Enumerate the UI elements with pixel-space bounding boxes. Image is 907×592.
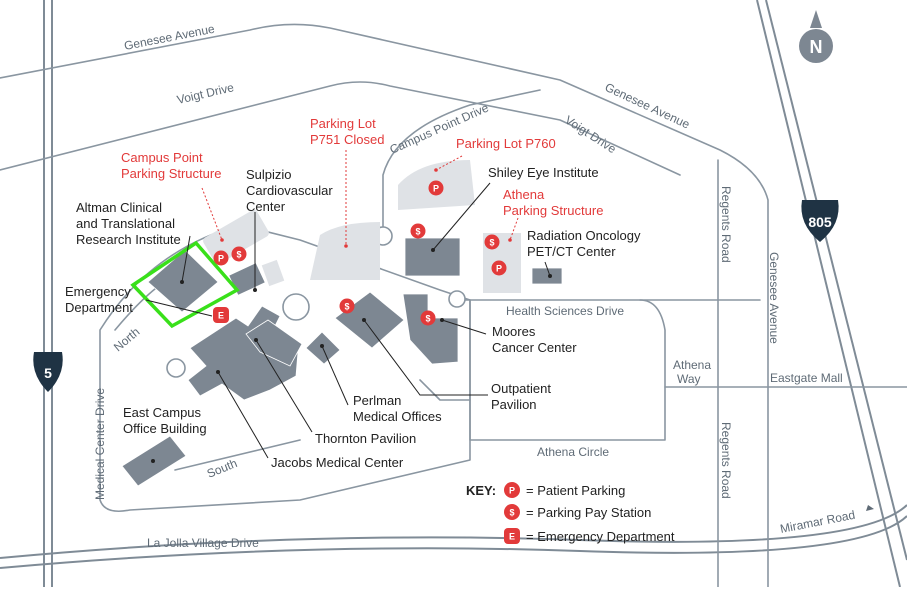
patient-parking-icon: P bbox=[491, 260, 507, 276]
genesee-avenue-top-label: Genesee Avenue bbox=[123, 22, 216, 53]
south-road-label: South bbox=[205, 456, 239, 481]
genesee-avenue-top-road bbox=[0, 23, 769, 588]
radiation-oncology-building bbox=[531, 267, 563, 285]
campus-point-parking-area bbox=[203, 209, 269, 265]
svg-text:$: $ bbox=[425, 314, 430, 324]
la-jolla-village-drive-road bbox=[0, 504, 907, 569]
roundabout-health-sciences bbox=[448, 290, 466, 308]
svg-text:P: P bbox=[218, 254, 224, 264]
svg-text:N: N bbox=[810, 37, 823, 57]
thornton-pavilion-building bbox=[245, 319, 303, 367]
shiley-eye-institute-building bbox=[404, 237, 461, 277]
svg-text:$: $ bbox=[344, 302, 349, 312]
athena-circle-road bbox=[469, 299, 666, 441]
leaders bbox=[145, 150, 552, 463]
parking-lot-p751-area bbox=[310, 222, 380, 280]
shiley-eye-institute-label: Shiley Eye Institute bbox=[488, 165, 599, 180]
interstate-805-road bbox=[756, 0, 907, 588]
key-heading: KEY: bbox=[466, 483, 496, 498]
svg-text:805: 805 bbox=[808, 214, 832, 230]
patient-parking-icon: P bbox=[213, 250, 229, 266]
moores-cancer-center-building bbox=[402, 293, 459, 365]
interstate-5-shield: 5 bbox=[33, 352, 63, 392]
regents-road-upper-label: Regents Road bbox=[719, 186, 733, 263]
svg-text:$: $ bbox=[236, 250, 241, 260]
key-pay-station-label: = Parking Pay Station bbox=[526, 505, 651, 520]
voigt-drive-right-label: Voigt Drive bbox=[562, 113, 619, 157]
pay-station-icon: $ bbox=[410, 223, 426, 239]
miramar-road-label: Miramar Road bbox=[779, 508, 856, 536]
key-patient-parking-label: = Patient Parking bbox=[526, 483, 625, 498]
jacobs-medical-center-label: Jacobs Medical Center bbox=[271, 455, 404, 470]
parking-lot-p760-label: Parking Lot P760 bbox=[456, 136, 556, 151]
miramar-road-arrow-icon bbox=[866, 505, 874, 511]
svg-text:$: $ bbox=[509, 508, 514, 518]
north-compass-icon: N bbox=[799, 10, 833, 63]
map-key: KEY: P = Patient Parking $ = Parking Pay… bbox=[466, 482, 675, 544]
interstate-805-shield: 805 bbox=[801, 200, 839, 242]
svg-text:P: P bbox=[433, 184, 439, 194]
emergency-icon: E bbox=[213, 307, 229, 323]
roundabout-north bbox=[166, 358, 186, 378]
la-jolla-village-drive-label: La Jolla Village Drive bbox=[147, 536, 259, 550]
genesee-avenue-vertical-label: Genesee Avenue bbox=[767, 252, 781, 344]
svg-text:E: E bbox=[509, 532, 515, 542]
svg-text:P: P bbox=[496, 264, 502, 274]
regents-road-lower-label: Regents Road bbox=[719, 422, 733, 499]
small-lot bbox=[261, 259, 285, 287]
athena-circle-label: Athena Circle bbox=[537, 445, 609, 459]
pay-station-icon: $ bbox=[484, 234, 500, 250]
roundabout-sulpizio bbox=[282, 293, 310, 321]
thornton-pavilion-label: Thornton Pavilion bbox=[315, 431, 416, 446]
svg-text:$: $ bbox=[415, 227, 420, 237]
campus-point-drive-road bbox=[382, 89, 541, 233]
outpatient-connector-road bbox=[419, 379, 471, 401]
pay-station-icon: $ bbox=[231, 246, 247, 262]
svg-text:5: 5 bbox=[44, 365, 52, 381]
health-sciences-drive-label: Health Sciences Drive bbox=[506, 304, 624, 318]
pay-station-icon: $ bbox=[339, 298, 355, 314]
svg-text:P: P bbox=[509, 486, 515, 496]
key-emergency-icon: E bbox=[504, 528, 520, 544]
pay-station-icon: $ bbox=[420, 310, 436, 326]
svg-text:$: $ bbox=[489, 238, 494, 248]
voigt-drive-road bbox=[0, 81, 681, 176]
key-emergency-label: = Emergency Department bbox=[526, 529, 675, 544]
key-patient-parking-icon: P bbox=[504, 482, 520, 498]
eastgate-mall-label: Eastgate Mall bbox=[770, 371, 843, 385]
patient-parking-icon: P bbox=[428, 180, 444, 196]
svg-text:E: E bbox=[218, 311, 224, 321]
south-road bbox=[174, 439, 301, 471]
medical-center-drive-label: Medical Center Drive bbox=[93, 388, 107, 500]
altman-highlight-box bbox=[130, 240, 240, 329]
interstate-5-road bbox=[43, 0, 53, 587]
genesee-avenue-right-label: Genesee Avenue bbox=[603, 80, 692, 132]
key-pay-station-icon: $ bbox=[504, 504, 520, 520]
voigt-drive-top-label: Voigt Drive bbox=[176, 80, 236, 107]
